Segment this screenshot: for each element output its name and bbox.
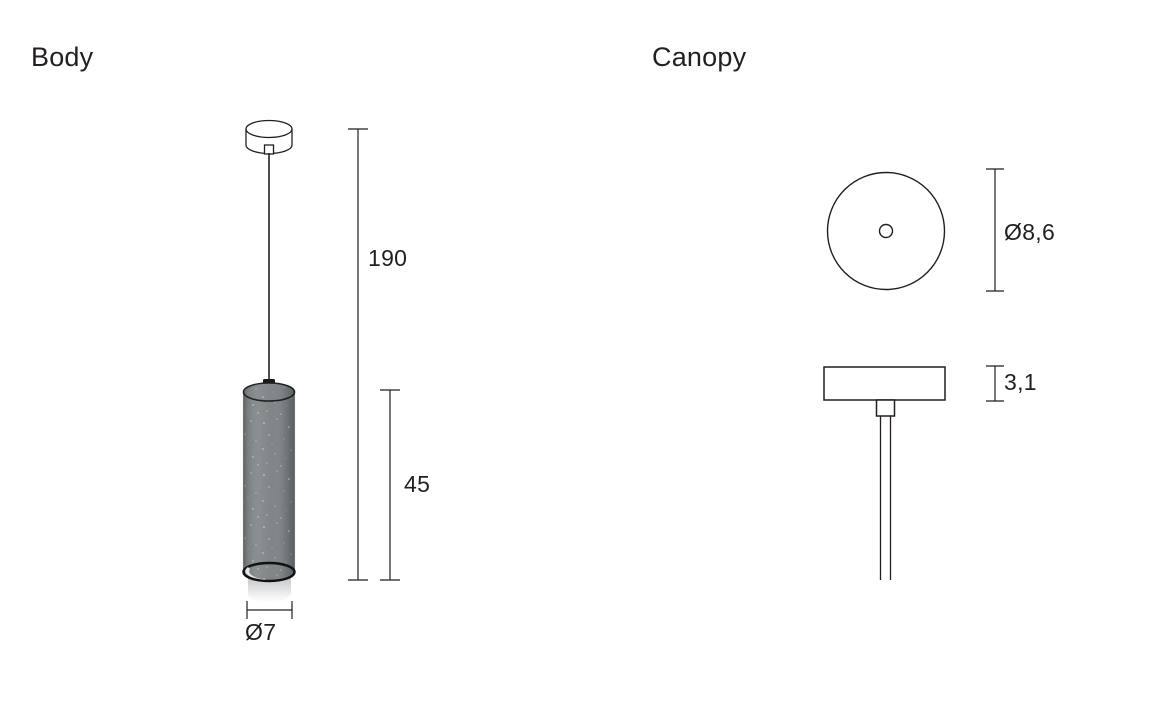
canopy-cable-outlet [263, 144, 275, 155]
top-connector [260, 379, 278, 393]
dimension-label-190: 190 [368, 245, 408, 271]
shade-bottom-aperture [242, 561, 296, 583]
dimension-label-3-1: 3,1 [1004, 369, 1037, 395]
section-title-body: Body [31, 42, 94, 72]
cable-entry-hole [878, 223, 894, 239]
canopy-top-ellipse [245, 119, 293, 139]
shade-drop-shadow [248, 568, 291, 603]
dimension-45 [380, 389, 400, 581]
canopy-outer-circle [826, 171, 946, 291]
canopy-side-view [823, 366, 946, 580]
shade-top-rim [242, 382, 296, 402]
dimension-diameter-8-6 [986, 168, 1004, 292]
dimension-3-1 [986, 365, 1004, 402]
body-assembly-drawing [242, 119, 400, 619]
dimension-label-45: 45 [404, 471, 431, 497]
section-title-canopy: Canopy [652, 42, 747, 72]
canopy-drawing [823, 168, 1004, 580]
canopy-cable-gland [875, 399, 896, 417]
canopy-plan-view [826, 171, 946, 291]
dimension-diameter-7 [246, 601, 293, 619]
dimension-label-diameter-8-6: Ø8,6 [1004, 219, 1056, 245]
terrazzo-cylinder-shade [242, 382, 296, 603]
canopy-side-body [823, 366, 946, 401]
dimension-label-diameter-7: Ø7 [245, 619, 277, 645]
canopy-disc [245, 119, 293, 155]
dimension-190 [348, 128, 368, 581]
